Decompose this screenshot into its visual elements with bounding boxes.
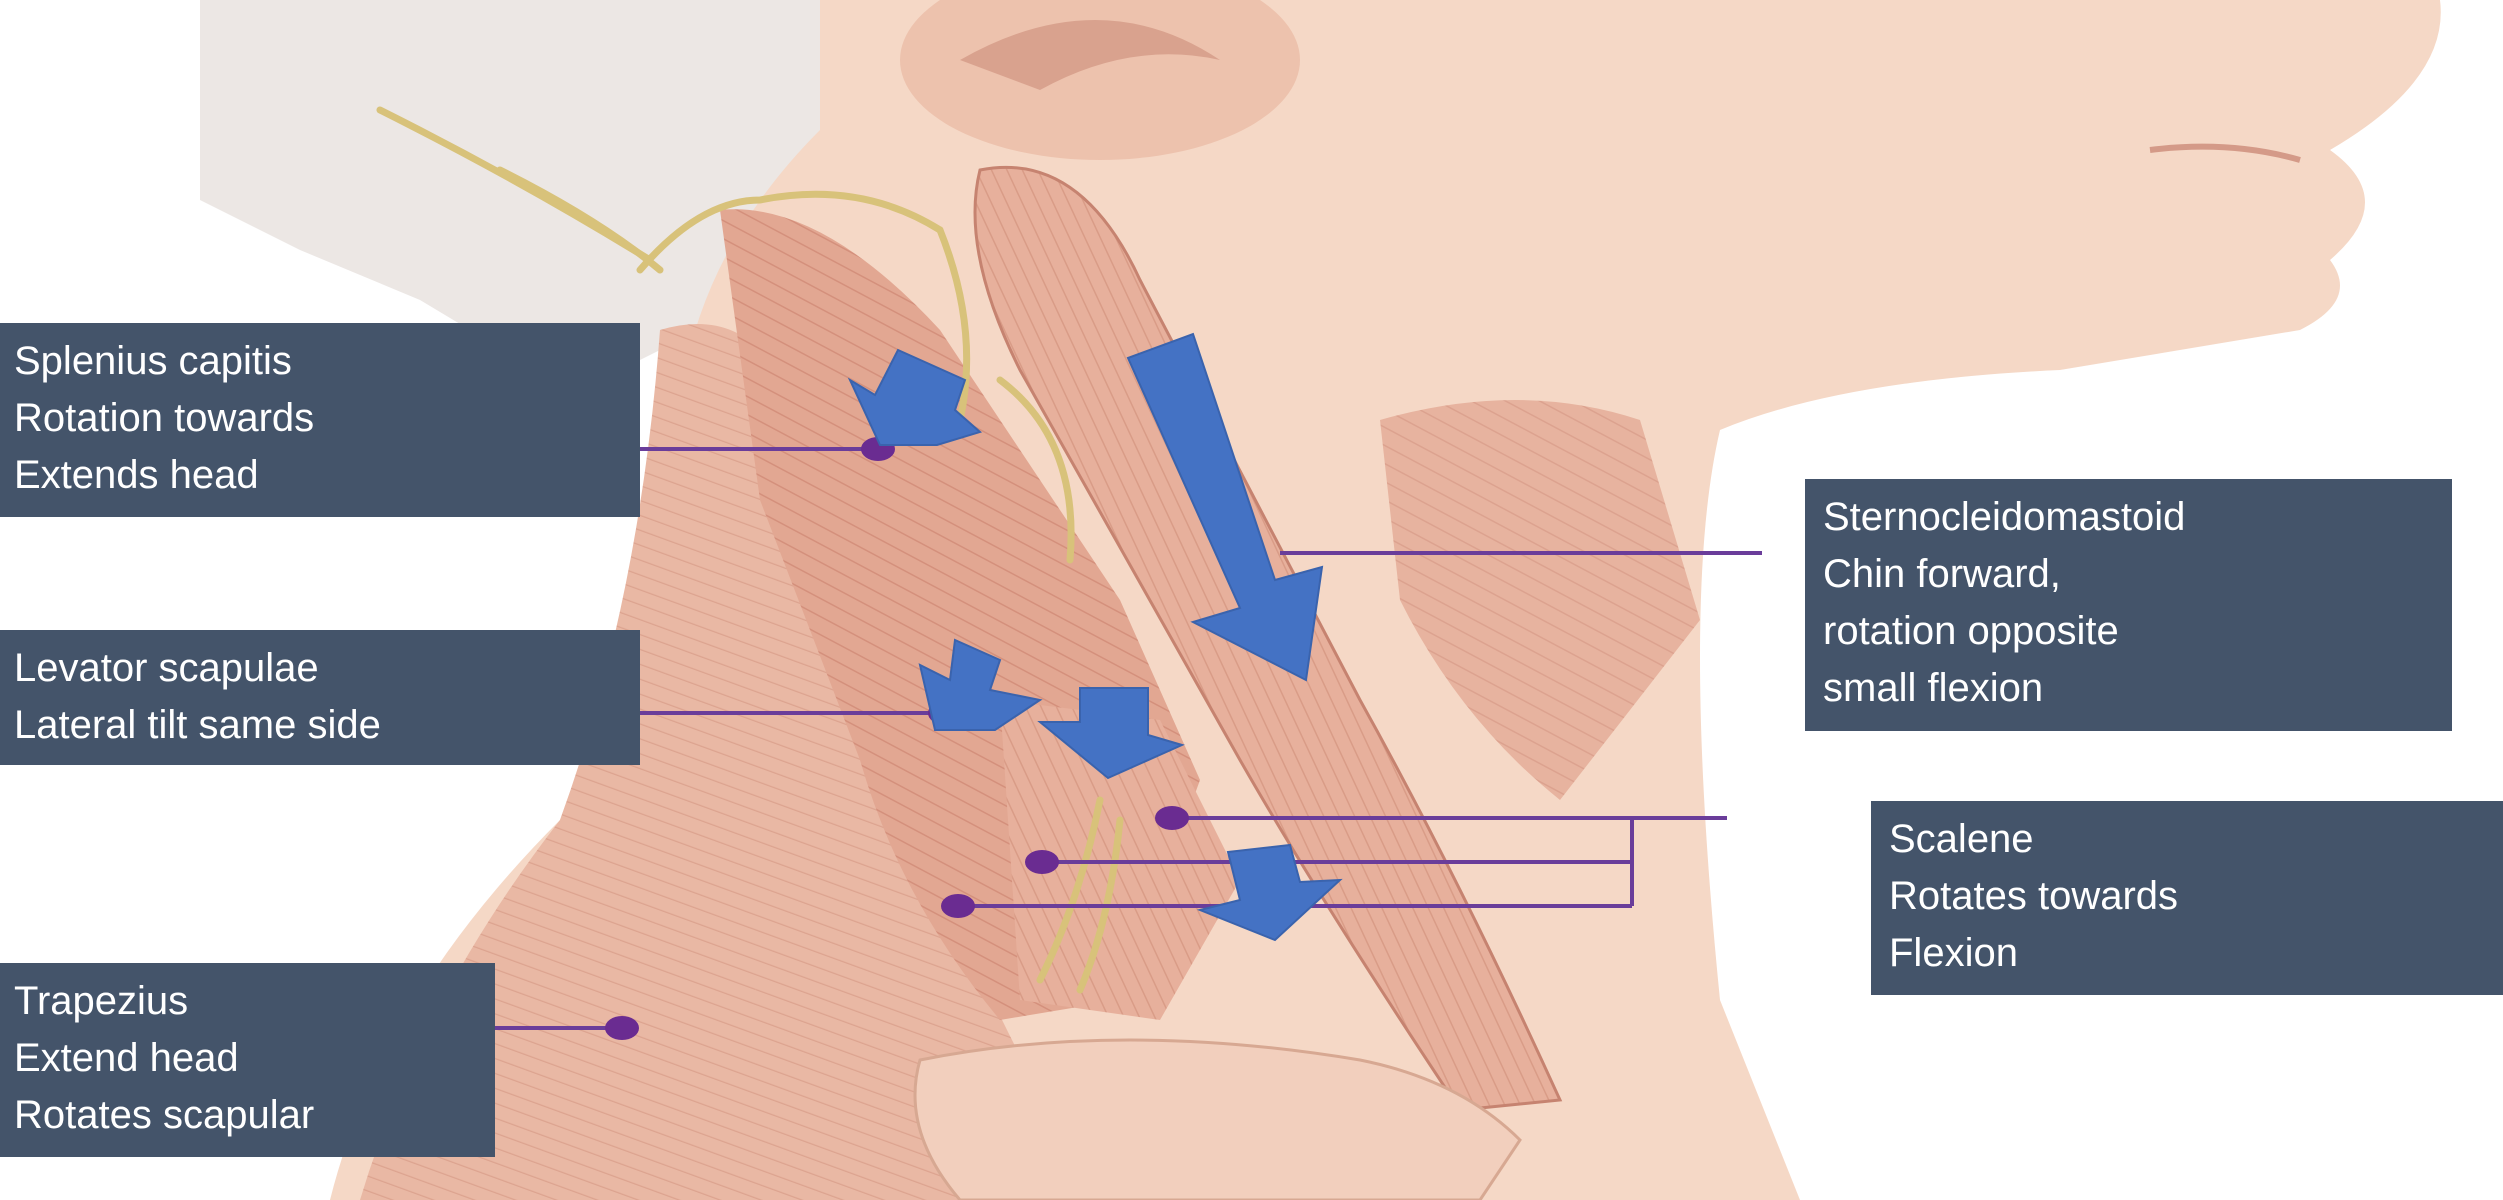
trapezius-name: Trapezius (14, 973, 481, 1030)
trapezius-action-2: Rotates scapular (14, 1087, 481, 1144)
splenius-name: Splenius capitis (14, 333, 626, 390)
levator-name: Levator scapulae (14, 640, 626, 697)
scm-action-1: Chin forward, (1823, 546, 2438, 603)
splenius-action-1: Rotation towards (14, 390, 626, 447)
scalene-action-2: Flexion (1889, 925, 2489, 982)
scalene-name: Scalene (1889, 811, 2489, 868)
label-trapezius: Trapezius Extend head Rotates scapular (0, 963, 495, 1157)
scm-action-3: small flexion (1823, 660, 2438, 717)
label-sternocleidomastoid: Sternocleidomastoid Chin forward, rotati… (1805, 479, 2452, 731)
label-splenius-capitis: Splenius capitis Rotation towards Extend… (0, 323, 640, 517)
scalene-action-1: Rotates towards (1889, 868, 2489, 925)
label-levator-scapulae: Levator scapulae Lateral tilt same side (0, 630, 640, 765)
splenius-action-2: Extends head (14, 447, 626, 504)
label-scalene: Scalene Rotates towards Flexion (1871, 801, 2503, 995)
trapezius-action-1: Extend head (14, 1030, 481, 1087)
levator-action-1: Lateral tilt same side (14, 697, 626, 754)
scm-name: Sternocleidomastoid (1823, 489, 2438, 546)
scm-action-2: rotation opposite (1823, 603, 2438, 660)
